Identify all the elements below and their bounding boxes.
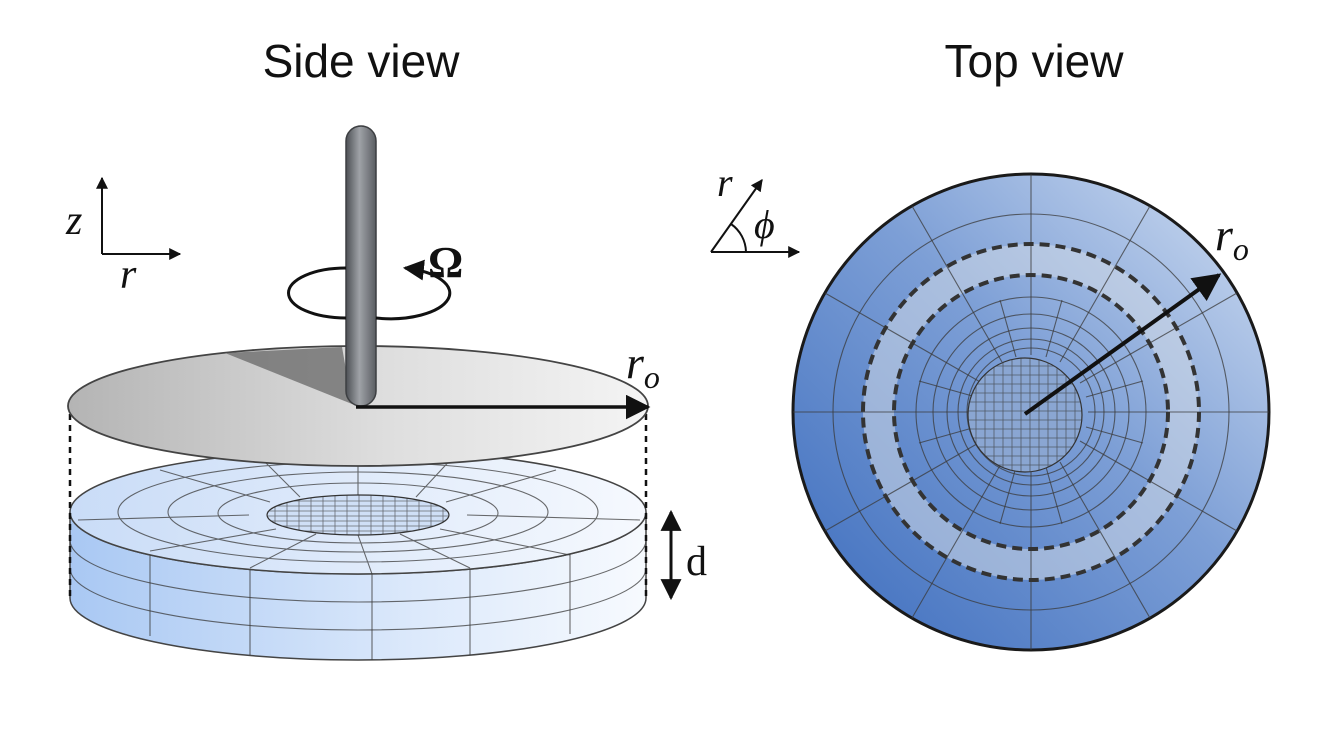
annulus-inner-boundary <box>892 273 1170 551</box>
rotation-arrow-icon <box>287 259 452 321</box>
depth-label: d <box>686 539 707 585</box>
side-axes-icon <box>96 176 182 260</box>
rotating-shaft <box>345 125 377 407</box>
top-grid-spokes <box>793 174 1269 650</box>
top-axes-icon <box>710 179 801 258</box>
side-view: z r <box>65 125 707 661</box>
shaft-shadow <box>225 347 352 404</box>
axis-z-label: z <box>65 198 82 244</box>
top-view: r ϕ <box>710 160 1271 652</box>
radius-label: ro <box>626 337 660 395</box>
fluid-inner-region <box>266 494 450 536</box>
axis-r-label: r <box>120 252 137 298</box>
axis-phi-label: ϕ <box>754 202 775 247</box>
top-radius-label-sub: o <box>1233 231 1249 267</box>
annulus-outer-boundary <box>861 242 1201 582</box>
top-inner-region <box>967 357 1083 473</box>
rotation-omega-label: Ω <box>428 238 463 287</box>
top-radius-label: ro <box>1215 209 1249 267</box>
top-radius-label-base: r <box>1215 209 1234 260</box>
axis-r-label-top: r <box>717 160 733 205</box>
radius-label-sub: o <box>644 359 660 395</box>
top-view-title: Top view <box>945 35 1125 87</box>
top-radius-arrow <box>1023 273 1222 416</box>
radius-label-base: r <box>626 337 645 388</box>
side-view-title: Side view <box>263 35 461 87</box>
